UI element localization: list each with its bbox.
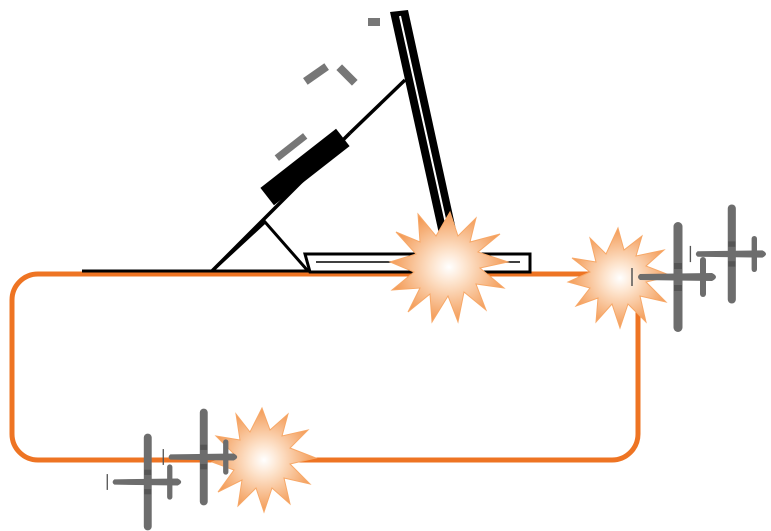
support-triangle — [208, 219, 312, 273]
fighter-plane-icon — [162, 407, 238, 507]
fighter-plane-icon — [106, 432, 182, 531]
explosion-burst-icon — [566, 226, 674, 330]
motion-dash-marks — [303, 18, 380, 86]
angled-arm — [210, 78, 407, 273]
loop-track — [9, 271, 641, 463]
upright-blade — [390, 10, 460, 252]
explosion-burst-icon — [388, 210, 510, 324]
explosion-burst-icon — [210, 406, 318, 514]
